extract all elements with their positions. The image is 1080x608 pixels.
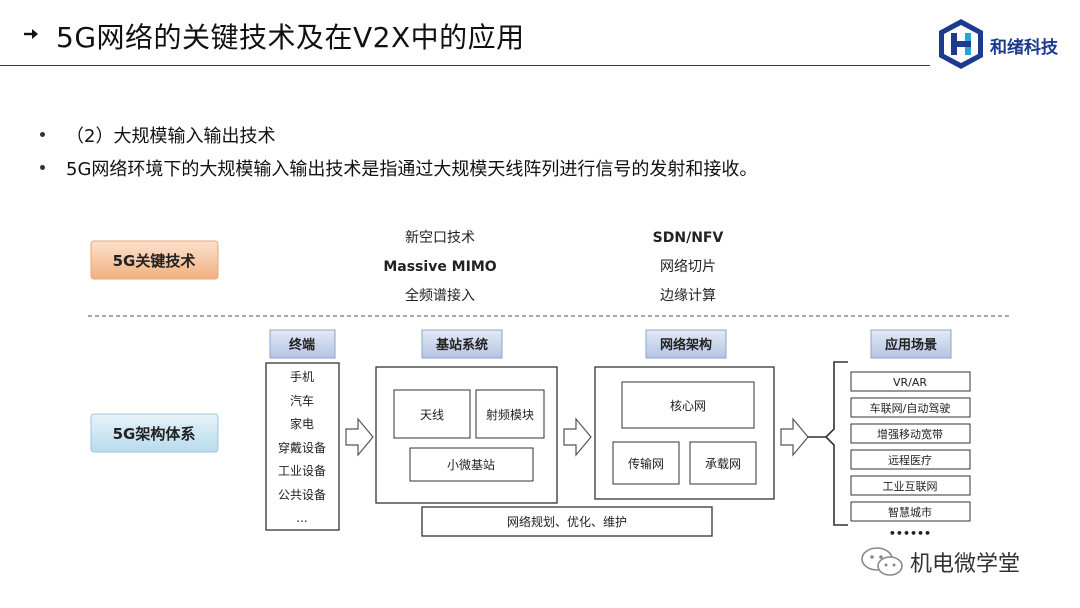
antenna-label: 天线 xyxy=(420,408,444,422)
terminal-item: ... xyxy=(296,511,307,525)
scenario-box xyxy=(850,501,971,522)
terminal-item: 手机 xyxy=(290,370,314,384)
transport-network-label: 传输网 xyxy=(628,456,664,471)
core-network-label: 核心网 xyxy=(670,399,706,413)
5g-architecture-diagram: 5G关键技术 新空口技术 Massive MIMO 全频谱接入 SDN/NFV … xyxy=(88,230,1010,540)
scenario-item: 车联网/自动驾驶 xyxy=(870,401,951,415)
small-cell-label: 小微基站 xyxy=(447,458,495,472)
terminal-header: 终端 xyxy=(289,337,315,353)
company-logo-icon xyxy=(939,19,983,69)
small-cell-box xyxy=(409,447,534,482)
bullet-text-1: （2）大规模输入输出技术 xyxy=(66,126,276,147)
antenna-box xyxy=(393,389,471,439)
key-tech-new-radio: 新空口技术 xyxy=(405,230,475,246)
applications-header: 应用场景 xyxy=(885,337,937,353)
terminal-header-box xyxy=(269,329,336,359)
terminal-item: 汽车 xyxy=(290,393,314,408)
planning-label: 网络规划、优化、维护 xyxy=(507,514,627,529)
scenario-item: VR/AR xyxy=(893,376,927,389)
flow-arrow-icon xyxy=(345,417,374,457)
terminal-item: 家电 xyxy=(290,416,314,431)
company-logo-text: 和绪科技 xyxy=(990,38,1058,58)
key-tech-sdn-nfv: SDN/NFV xyxy=(653,230,724,246)
bearer-network-box xyxy=(689,441,757,485)
key-tech-label: 5G关键技术 xyxy=(113,252,196,270)
base-station-header-box xyxy=(421,329,503,359)
scenario-box xyxy=(850,371,971,392)
scenario-item: 智慧城市 xyxy=(888,505,932,519)
key-tech-full-spectrum: 全频谱接入 xyxy=(405,287,475,304)
key-tech-network-slicing: 网络切片 xyxy=(660,259,716,275)
transport-network-box xyxy=(612,441,680,485)
terminal-box xyxy=(265,362,340,531)
page-title: 5G网络的关键技术及在V2X中的应用 xyxy=(56,21,525,54)
bearer-network-label: 承载网 xyxy=(705,457,741,471)
key-tech-edge-computing: 边缘计算 xyxy=(660,288,716,304)
scenario-box xyxy=(850,449,971,470)
scenario-more: •••••• xyxy=(889,527,931,540)
bullet-marker xyxy=(40,132,45,137)
planning-box xyxy=(421,506,713,537)
bullet-marker xyxy=(40,165,45,170)
arch-box xyxy=(90,413,219,453)
header-divider xyxy=(0,65,930,66)
scenario-item: 远程医疗 xyxy=(888,453,932,467)
title-arrow-icon xyxy=(24,29,38,39)
terminal-item: 工业设备 xyxy=(278,464,326,478)
base-station-header: 基站系统 xyxy=(435,337,488,353)
core-network-box xyxy=(621,381,755,429)
scenario-bracket xyxy=(824,361,848,526)
network-header: 网络架构 xyxy=(660,337,712,353)
scenario-box xyxy=(850,475,971,496)
scenario-item: 增强移动宽带 xyxy=(877,427,943,441)
scenario-box xyxy=(850,397,971,418)
arch-label: 5G架构体系 xyxy=(113,425,196,443)
rf-module-label: 射频模块 xyxy=(486,407,534,422)
key-tech-massive-mimo: Massive MIMO xyxy=(383,259,496,275)
scenario-box xyxy=(850,423,971,444)
bullet-text-2: 5G网络环境下的大规模输入输出技术是指通过大规模天线阵列进行信号的发射和接收。 xyxy=(66,159,758,180)
network-header-box xyxy=(645,329,727,359)
wechat-icon xyxy=(861,547,903,576)
flow-arrow-icon xyxy=(780,417,809,457)
scenario-item: 工业互联网 xyxy=(883,480,938,493)
rf-module-box xyxy=(475,389,545,439)
terminal-item: 公共设备 xyxy=(278,488,326,502)
applications-header-box xyxy=(870,329,952,359)
watermark-text: 机电微学堂 xyxy=(910,552,1021,577)
flow-arrow-icon xyxy=(563,417,592,457)
key-tech-box xyxy=(90,240,219,280)
terminal-item: 穿戴设备 xyxy=(278,440,326,455)
